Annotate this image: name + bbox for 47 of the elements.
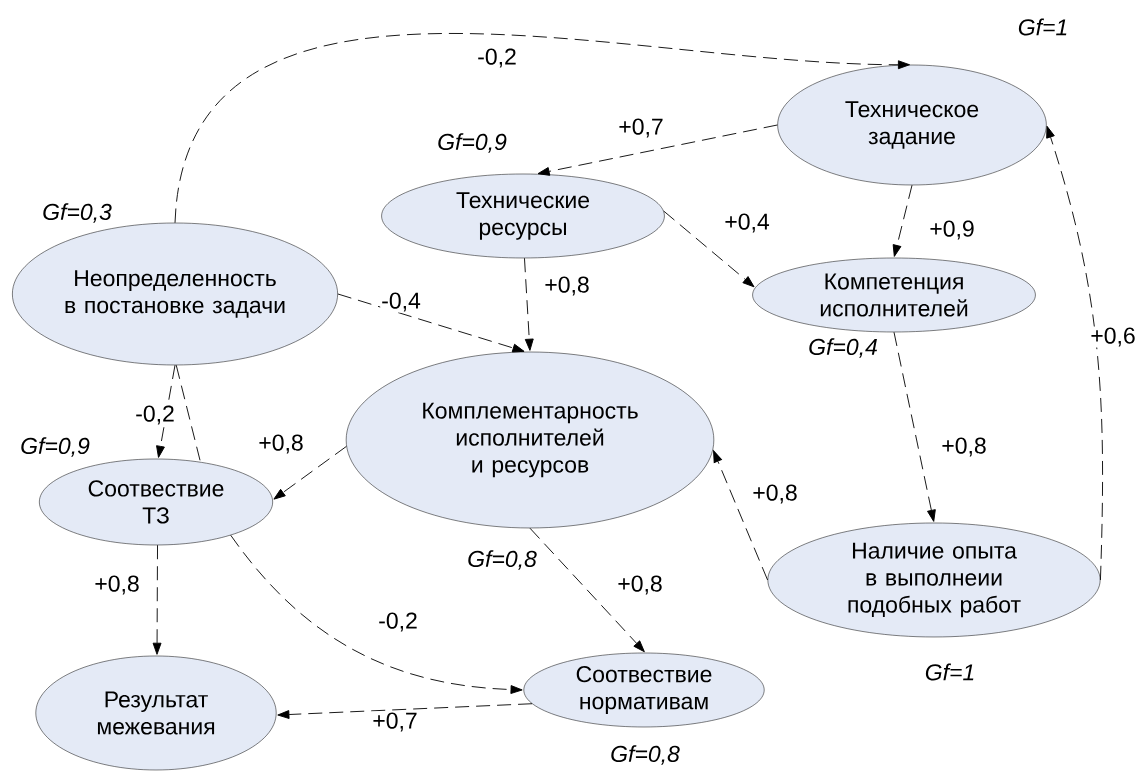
edge-label: -0,2: [134, 404, 176, 426]
ellipse-node: Техническое задание: [777, 64, 1047, 186]
arrow: [893, 331, 936, 522]
gf-value: Gf=0,9: [438, 133, 507, 153]
arrow: [277, 703, 533, 719]
arrow: [524, 257, 534, 351]
gf-value: Gf=0,3: [43, 203, 112, 223]
edge-label: +0,8: [616, 574, 664, 596]
ellipse-node: Результат межевания: [35, 655, 277, 771]
arrow: [663, 210, 755, 288]
ellipse-node: Наличие опыта в выполнеии подобных работ: [767, 522, 1101, 638]
edge-label: +0,8: [751, 483, 799, 505]
arrow: [1046, 125, 1103, 581]
gf-value: Gf=1: [925, 663, 974, 681]
edge-label: +0,6: [1089, 326, 1137, 348]
edge-label: +0,7: [617, 117, 665, 139]
gf-value: Gf=0,8: [611, 745, 680, 765]
arrow: [230, 534, 523, 694]
ellipse-node: Неопределенность в постановке задачи: [12, 222, 338, 366]
arrow: [337, 293, 525, 353]
ellipse-node: Компетенция исполнителей: [752, 257, 1036, 333]
arrow: [273, 445, 347, 500]
edge-label: +0,4: [723, 212, 771, 234]
arrow: [713, 450, 769, 581]
edge-label: +0,9: [928, 219, 976, 241]
ellipse-node: Комплементарность исполнителей и ресурсов: [345, 351, 715, 529]
edge-label: -0,2: [377, 611, 419, 633]
edge-label: +0,7: [371, 711, 419, 733]
gf-value: Gf=0,8: [468, 550, 537, 570]
ellipse-node: Соотвествие ТЗ: [39, 458, 273, 546]
edge-label: -0,2: [476, 47, 518, 69]
ellipse-node: Соотвествие нормативам: [523, 652, 765, 728]
arrow: [152, 544, 162, 655]
arrow: [537, 124, 778, 176]
edge-label: +0,8: [940, 436, 988, 458]
arrow: [529, 527, 645, 653]
edge-label: +0,8: [93, 574, 141, 596]
edge-label: -0,4: [380, 291, 422, 313]
gf-value: Gf=0,9: [21, 437, 90, 457]
arrow: [174, 33, 911, 224]
edge-label: +0,8: [543, 275, 591, 297]
arrow: [892, 184, 913, 257]
arrow: [156, 364, 176, 458]
ellipse-node: Технические ресурсы: [381, 173, 665, 259]
gf-value: Gf=1: [1018, 18, 1067, 36]
edge-label: +0,8: [257, 433, 305, 455]
gf-value: Gf=0,4: [809, 338, 877, 358]
